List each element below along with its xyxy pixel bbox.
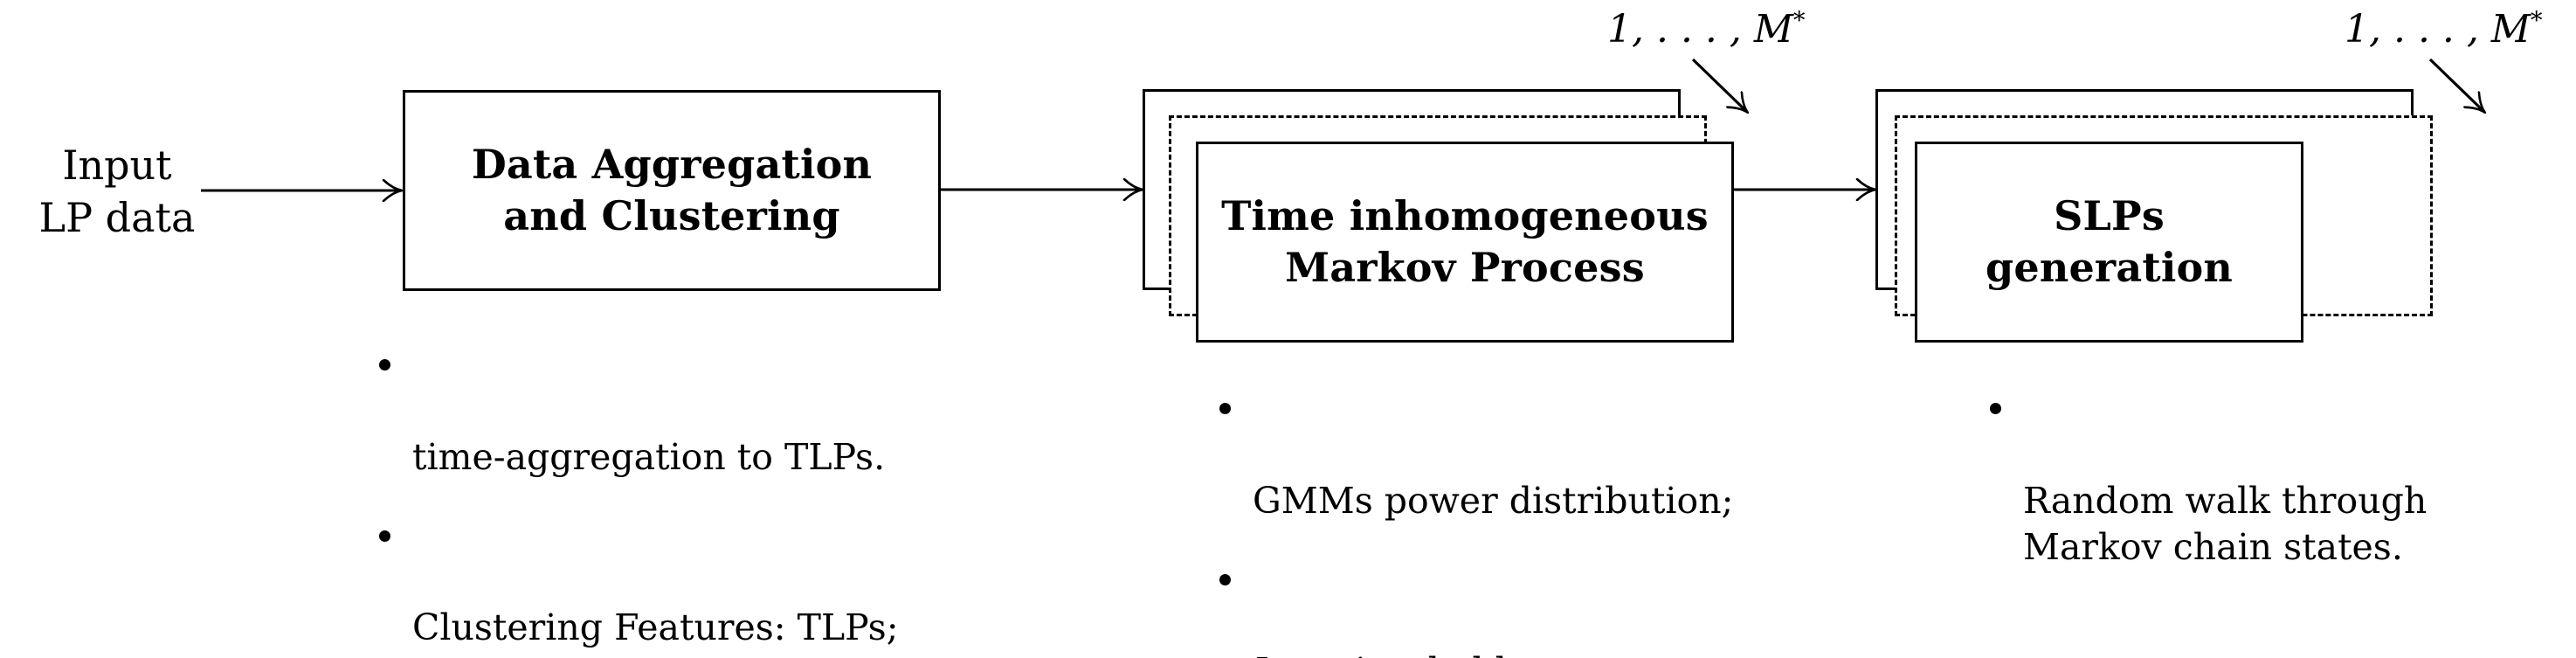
bullet-dot-icon <box>1219 574 1231 586</box>
stage-title-data-aggregation: Data Aggregation and Clustering <box>405 139 938 242</box>
stage-title-line1: Time inhomogeneous <box>1221 192 1709 240</box>
stage-title-line2: and Clustering <box>503 192 840 239</box>
stage-box-data-aggregation[interactable]: Data Aggregation and Clustering <box>403 90 941 291</box>
input-label-line2: LP data <box>38 193 196 241</box>
input-label-line1: Input <box>62 142 172 189</box>
multiplicity-arrow-markov-process <box>1691 58 1747 112</box>
stage-title-line1: SLPs <box>2054 192 2165 240</box>
multiplicity-text: 1, . . . , M <box>1607 7 1793 52</box>
stage-bullets-markov-process: GMMs power distribution; L equiprobable … <box>1214 384 1733 658</box>
bullet-dot-icon <box>1219 403 1231 415</box>
multiplicity-superscript: * <box>1792 7 1806 35</box>
stage-box-markov-process[interactable]: Time inhomogeneous Markov Process <box>1196 142 1734 343</box>
list-item: time-aggregation to TLPs. <box>374 341 987 481</box>
stage-title-slps-generation: SLPs generation <box>1917 190 2301 294</box>
bullet-dot-icon <box>379 530 390 543</box>
bullet-text: L equiprobable states; <box>1253 650 1660 658</box>
bullet-text: time-aggregation to TLPs. <box>412 435 886 478</box>
list-item: Clustering Features: TLPs; <box>374 512 987 652</box>
bullet-text: Clustering Features: TLPs; <box>412 606 899 649</box>
stage-box-slps-generation[interactable]: SLPs generation <box>1915 142 2303 343</box>
bullet-dot-icon <box>1990 403 2001 415</box>
multiplicity-text: 1, . . . , M <box>2345 7 2531 52</box>
multiplicity-superscript: * <box>2530 7 2543 35</box>
input-label: Input LP data <box>31 140 203 245</box>
bullet-dot-icon <box>379 359 390 371</box>
stage-title-line2: Markov Process <box>1285 244 1645 291</box>
stage-title-line1: Data Aggregation <box>471 141 873 189</box>
stage-title-markov-process: Time inhomogeneous Markov Process <box>1198 190 1731 294</box>
stage-bullets-slps-generation: Random walk through Markov chain states. <box>1985 384 2427 571</box>
multiplicity-label-markov-process: 1, . . . , M* <box>1607 7 1806 52</box>
stage-bullets-data-aggregation: time-aggregation to TLPs. Clustering Fea… <box>374 341 987 658</box>
bullet-text: Random walk through Markov chain states. <box>2023 479 2428 568</box>
stage-title-line2: generation <box>1985 244 2234 291</box>
list-item: GMMs power distribution; <box>1214 384 1733 524</box>
list-item: Random walk through Markov chain states. <box>1985 384 2427 571</box>
multiplicity-label-slps-generation: 1, . . . , M* <box>2345 7 2543 52</box>
list-item: L equiprobable states; <box>1214 556 1733 658</box>
multiplicity-arrow-slps-generation <box>2428 58 2484 112</box>
bullet-text: GMMs power distribution; <box>1253 479 1734 522</box>
